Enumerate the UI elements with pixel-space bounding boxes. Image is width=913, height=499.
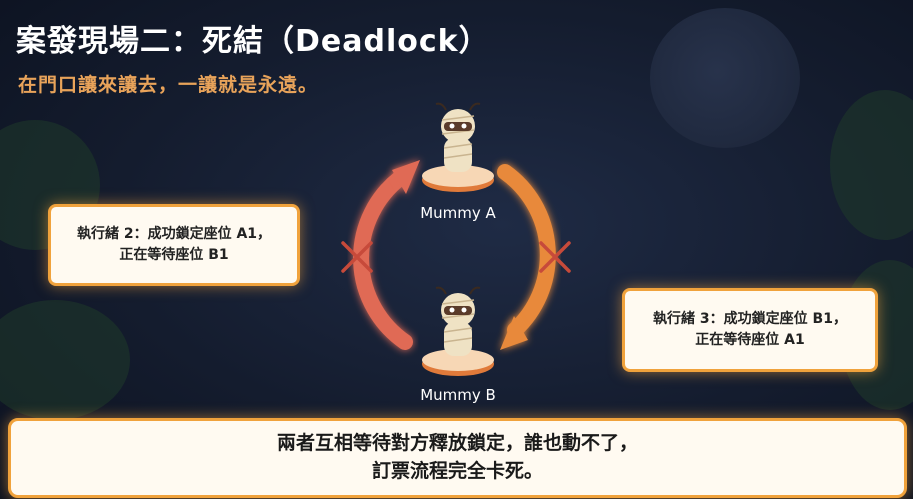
wait-arrow-right-head [500,316,528,350]
thread-2-line-2: 正在等待座位 B1 [119,247,229,263]
wait-arrow-left [353,170,413,350]
page-title: 案發現場二：死結（Deadlock） [16,24,490,59]
summary-banner: 兩者互相等待對方釋放鎖定，誰也動不了， 訂票流程完全卡死。 [8,418,907,498]
thread-3-callout: 執行緒 3：成功鎖定座位 B1， 正在等待座位 A1 [622,288,878,372]
blocked-x-icon [341,241,373,273]
thread-3-line-1: 執行緒 3：成功鎖定座位 B1， [653,311,847,327]
background-bush [0,300,130,420]
page-subtitle: 在門口讓來讓去，一讓就是永遠。 [18,74,319,96]
summary-line-1: 兩者互相等待對方釋放鎖定，誰也動不了， [276,432,638,455]
thread-3-line-2: 正在等待座位 A1 [695,332,805,348]
mummy-b-icon [422,286,494,376]
blocked-x-icon [539,241,571,273]
mummy-b-label: Mummy B [420,386,496,404]
summary-line-2: 訂票流程完全卡死。 [371,460,543,482]
thread-2-line-1: 執行緒 2：成功鎖定座位 A1， [76,226,272,242]
moon-decoration [650,8,800,148]
mummy-a-icon [422,102,494,192]
background-bush [830,90,913,240]
wait-arrow-left-head [392,160,420,194]
mummy-a-label: Mummy A [420,204,496,222]
wait-arrow-right [497,164,556,338]
thread-2-callout: 執行緒 2：成功鎖定座位 A1， 正在等待座位 B1 [48,204,300,286]
